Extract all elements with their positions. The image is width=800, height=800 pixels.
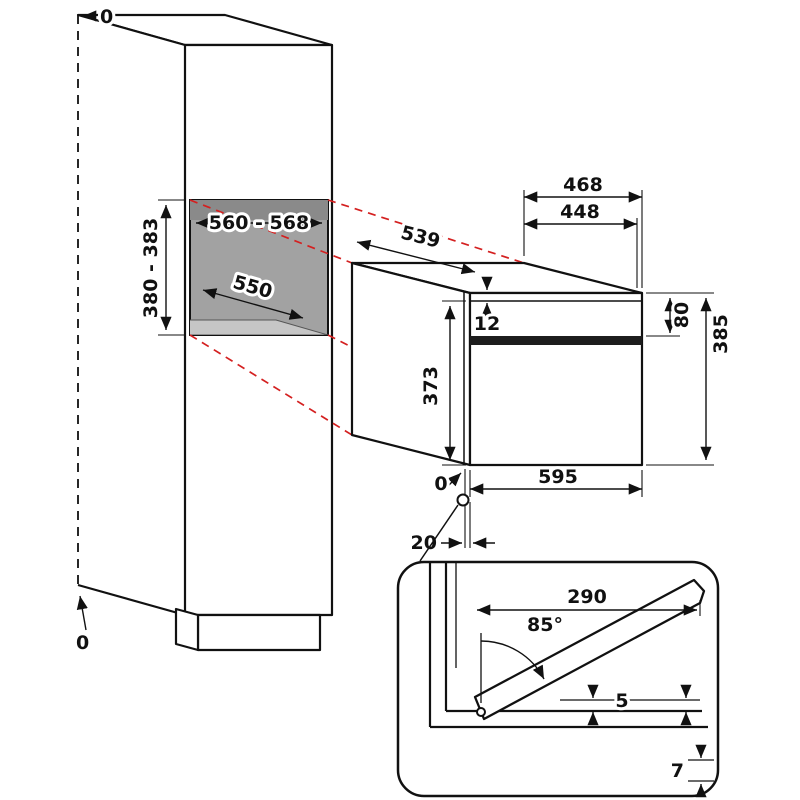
dim-oven-bottom-clearance: 0: [431, 470, 462, 498]
projection-line-top-left: [189, 199, 353, 264]
dim-label-total-depth: 468: [563, 174, 603, 196]
dim-body-depth: 448: [524, 198, 638, 288]
dim-door-offset: 20: [408, 469, 495, 557]
door-detail-view: 85° 290 5 7: [396, 560, 720, 798]
dim-door-reach: 290: [477, 583, 701, 616]
dim-label-body-height: 373: [420, 366, 442, 406]
dim-line: [202, 288, 304, 320]
projection-line-bottom-left: [189, 334, 353, 436]
arrow-line: [76, 595, 88, 631]
dim-label-door-overhang: 7: [671, 760, 684, 782]
detail-reference-marker: [456, 493, 470, 507]
dim-label-door-offset: 20: [411, 532, 437, 554]
dim-door-overhang: 7: [668, 744, 714, 798]
niche-floor: [190, 319, 328, 335]
dim-label-niche-width: 560 - 568: [209, 212, 309, 234]
dim-line: [356, 239, 476, 275]
dim-frame-width: 595: [469, 463, 643, 497]
dim-niche-width: 560 - 568: [196, 209, 322, 237]
dim-frame-lip: 12: [471, 276, 503, 338]
cabinet-side-face: [78, 15, 185, 615]
oven-side-face: [350, 261, 472, 467]
dim-label-opening-angle: 85°: [527, 614, 563, 636]
dim-niche-height: 380 - 383: [137, 199, 186, 336]
dim-total-depth: 468: [523, 171, 643, 288]
dim-clearance-top: 0: [83, 3, 116, 31]
dim-panel-height: 80: [646, 292, 714, 337]
niche-ceiling-shadow: [190, 200, 328, 220]
dim-body-height: 373: [417, 300, 466, 466]
oven-handle-band: [470, 336, 642, 345]
dim-label-frame-lip: 12: [474, 313, 500, 335]
dim-label-niche-height: 380 - 383: [140, 218, 162, 318]
dim-label-door-clearance: 5: [615, 690, 628, 712]
plinth-side: [174, 607, 200, 652]
oven: [350, 261, 644, 467]
detail-leader-line: [419, 504, 459, 562]
dim-label-oven-bottom-clearance: 0: [434, 473, 447, 495]
oven-front-face: [468, 291, 644, 467]
dim-label-clearance-bottom: 0: [76, 632, 89, 654]
door-hinge-point: [476, 707, 486, 717]
dim-label-body-width: 539: [399, 222, 443, 253]
arrow-line: [447, 472, 462, 487]
dim-door-clearance: 5: [560, 684, 700, 726]
dim-clearance-bottom: 0: [73, 595, 92, 657]
cabinet-side-bottom-edge: [77, 583, 186, 617]
dim-frame-height: 385: [646, 298, 735, 466]
dim-label-clearance-top: 0: [100, 6, 113, 28]
dim-label-frame-height: 385: [710, 314, 732, 354]
angle-arc: [480, 640, 545, 680]
dim-label-door-reach: 290: [567, 586, 607, 608]
dim-label-frame-width: 595: [538, 466, 578, 488]
plinth-front: [196, 613, 322, 652]
dim-label-body-depth: 448: [560, 201, 600, 223]
projection-line-top-right: [327, 199, 525, 264]
dim-label-panel-height: 80: [671, 302, 693, 328]
